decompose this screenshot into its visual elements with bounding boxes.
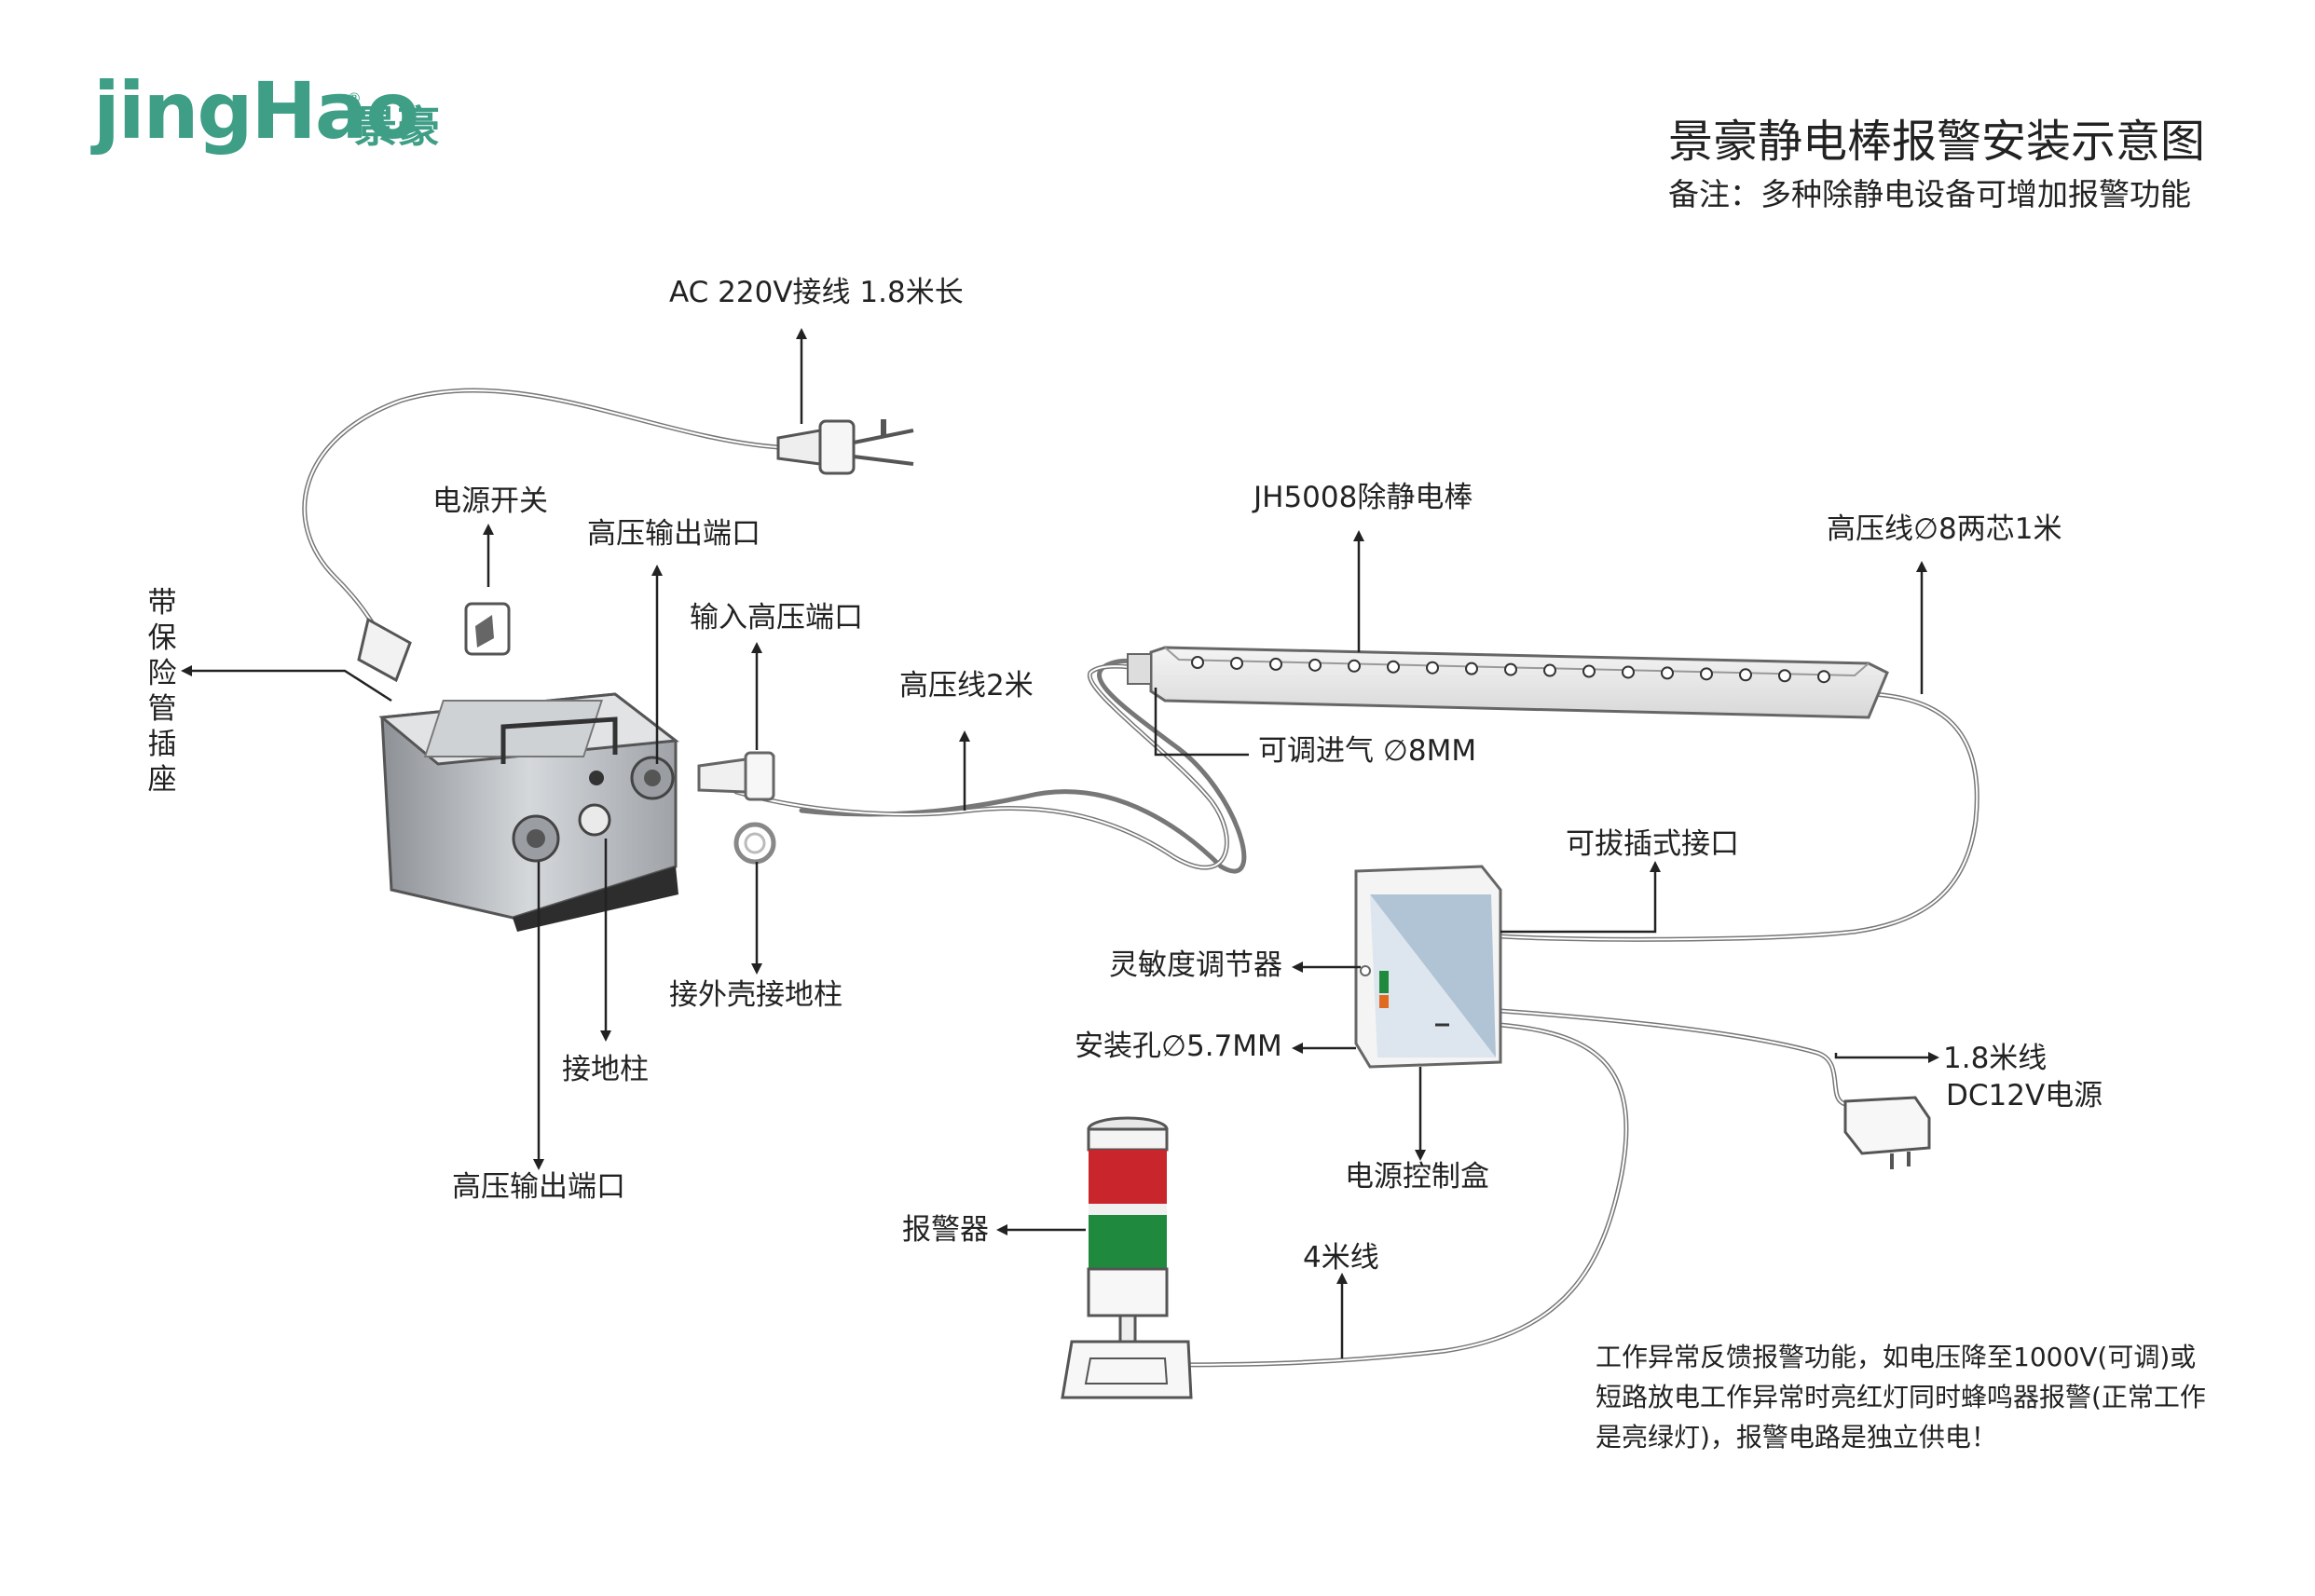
emitter-pin [1504, 662, 1517, 676]
input-hv-port-icon [697, 751, 775, 801]
emitter-pin [1543, 663, 1556, 677]
label-sensitivity: 灵敏度调节器 [1109, 948, 1282, 982]
label-input-hv-port: 输入高压端口 [690, 601, 863, 634]
label-fuse-socket: 带保险管插座 [147, 586, 177, 797]
emitter-pin [1622, 665, 1635, 679]
static-eliminator-bar [1127, 646, 1889, 719]
iec-plug-icon [357, 617, 412, 683]
label-ground-post: 接地柱 [562, 1053, 649, 1086]
emitter-pin [1269, 657, 1282, 671]
alarm-tower-light [1061, 1116, 1193, 1399]
label-power-switch: 电源开关 [432, 484, 548, 518]
power-switch-icon [464, 602, 511, 656]
emitter-pin [1348, 659, 1361, 673]
page-subtitle: 备注：多种除静电设备可增加报警功能 [1668, 176, 2191, 212]
note-text: 工作异常反馈报警功能，如电压降至1000V(可调)或短路放电工作异常时亮红灯同时… [1596, 1342, 2206, 1453]
control-box [1354, 865, 1502, 1069]
label-bar-model: JH5008除静电棒 [1253, 481, 1473, 514]
label-ac-cable: AC 220V接线 1.8米长 [669, 276, 964, 309]
registered-mark: ® [347, 89, 362, 107]
brand-logo-cn: 景豪 [354, 102, 440, 152]
label-dc-cable: 1.8米线 [1943, 1042, 2048, 1075]
label-mount-hole: 安装孔∅5.7MM [1075, 1030, 1282, 1063]
label-dc-power: DC12V电源 [1946, 1079, 2103, 1112]
label-alarm: 报警器 [902, 1213, 989, 1247]
emitter-pin [1661, 666, 1674, 680]
arrow-plug-interface [1500, 861, 1661, 934]
ground-ring-icon [733, 822, 776, 865]
label-hv-output-top: 高压输出端口 [587, 517, 760, 551]
page-title: 景豪静电棒报警安装示意图 [1668, 116, 2206, 168]
label-plug-interface: 可拔插式接口 [1566, 827, 1739, 861]
label-hv-cable-8mm: 高压线∅8两芯1米 [1827, 512, 2062, 546]
hv-power-supply-box [378, 692, 679, 932]
dc-cable [1498, 1008, 1848, 1107]
arrow-fuse-socket [181, 665, 392, 703]
brand-logo-text: jingHao [93, 65, 419, 157]
emitter-pin [1778, 669, 1791, 683]
label-air-inlet: 可调进气 ∅8MM [1258, 734, 1477, 768]
emitter-pin [1700, 667, 1713, 681]
emitter-pin [1465, 662, 1478, 675]
hv-cable-8mm [1498, 691, 1979, 942]
label-hv-cable-2m: 高压线2米 [899, 669, 1034, 703]
emitter-pin [1426, 661, 1439, 675]
label-ground-shell-post: 接外壳接地柱 [669, 978, 842, 1012]
label-hv-output-bottom: 高压输出端口 [452, 1170, 625, 1204]
emitter-pin [1582, 664, 1596, 678]
emitter-pin [1230, 656, 1243, 670]
emitter-pin [1191, 656, 1204, 669]
emitter-pin [1817, 670, 1830, 684]
ac-plug-icon [776, 419, 914, 475]
emitter-pin [1387, 660, 1400, 674]
dc-adapter-icon [1843, 1096, 1931, 1169]
cable-4m [1153, 1022, 1629, 1368]
line-air-inlet [1154, 688, 1249, 757]
label-control-box: 电源控制盒 [1345, 1160, 1489, 1194]
arrow-dc-cable [1834, 1052, 1939, 1063]
label-cable-4m: 4米线 [1303, 1241, 1379, 1275]
emitter-pin [1308, 658, 1322, 672]
emitter-pin [1739, 668, 1752, 682]
